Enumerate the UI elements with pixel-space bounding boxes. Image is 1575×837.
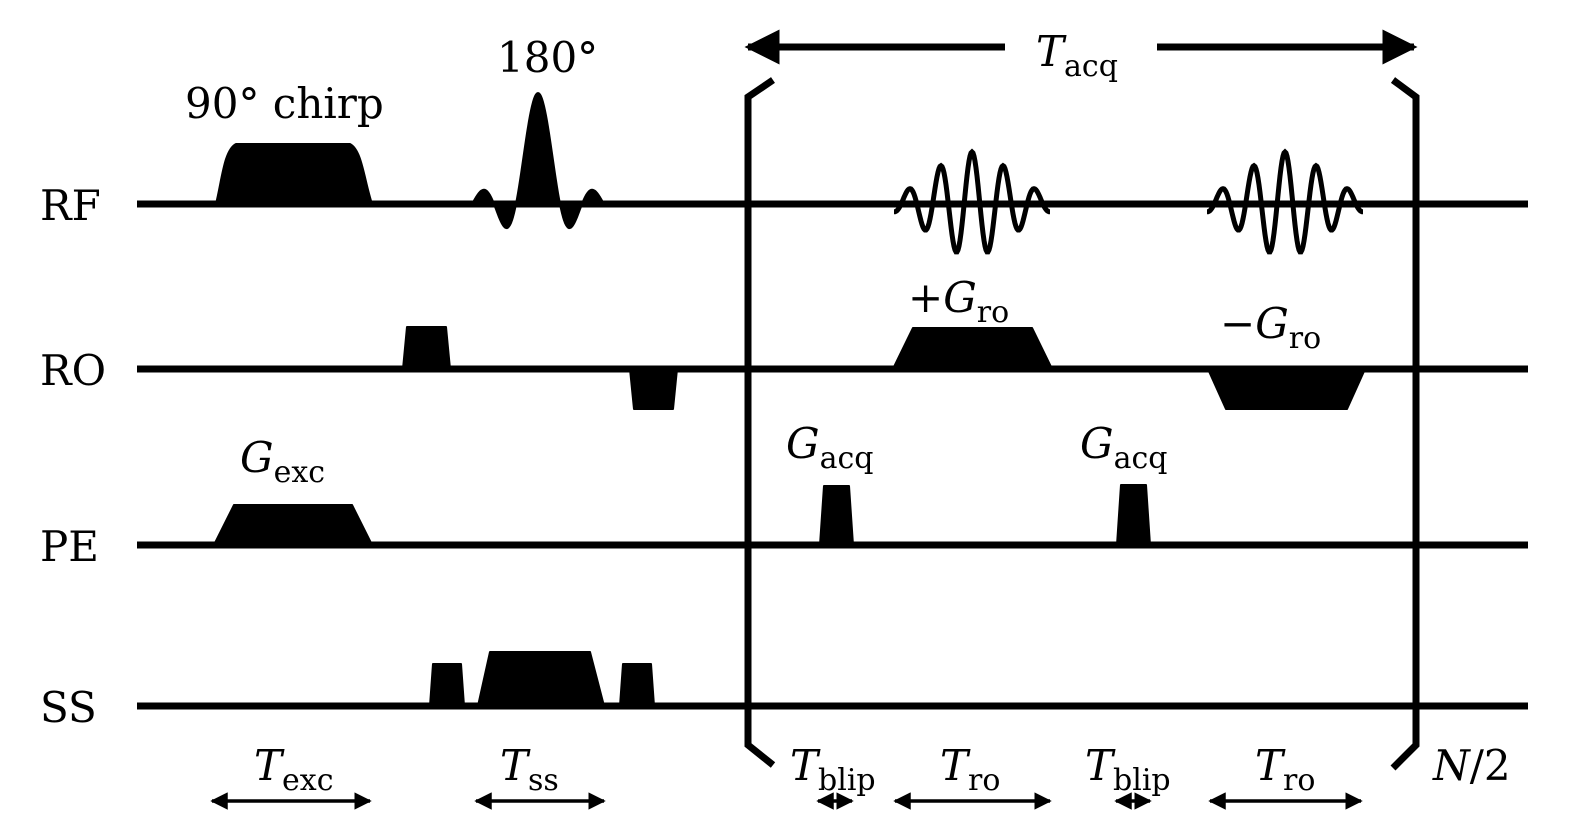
ss-crusher-left: [429, 663, 465, 707]
pe-blip-1-label: Gacq: [786, 419, 873, 476]
chirp-pulse-label: 90° chirp: [185, 79, 384, 128]
refocus-pulse-label: 180°: [497, 33, 598, 82]
t-ro-2-label: Tro: [1255, 741, 1315, 798]
repeat-bracket-left: [744, 77, 776, 768]
ss-slice-select-gradient: [477, 651, 605, 707]
ss-crusher-right: [619, 663, 655, 707]
channel-label-pe: PE: [40, 522, 99, 571]
pe-excitation-label: Gexc: [240, 433, 325, 490]
pe-blip-1: [819, 485, 854, 546]
ro-negative-gradient: [1207, 368, 1366, 410]
echo-signal-2: [1207, 148, 1363, 255]
t-ro-1-label: Tro: [940, 741, 1000, 798]
t-blip-1-label: Tblip: [790, 741, 876, 798]
pe-excitation-gradient: [213, 504, 373, 546]
chirp-pulse: [215, 143, 373, 205]
t-ss-label: Tss: [500, 741, 559, 798]
ro-prephase-lobe: [402, 326, 451, 370]
echo-signal-1: [894, 148, 1050, 255]
channel-label-rf: RF: [40, 181, 101, 230]
channel-label-ro: RO: [40, 346, 106, 395]
t-exc-label: Texc: [254, 741, 334, 798]
repeat-count-label: N/2: [1432, 741, 1511, 790]
refocus-sinc-pulse: [471, 92, 605, 230]
pe-blip-2-label: Gacq: [1080, 419, 1167, 476]
ro-positive-label: +Gro: [908, 273, 1009, 330]
ro-negative-label: −Gro: [1220, 299, 1321, 356]
ro-negative-lobe: [629, 368, 678, 410]
repeat-bracket-right: [1390, 77, 1420, 771]
acq-time-label: Tacq: [1036, 27, 1118, 84]
t-blip-2-label: Tblip: [1085, 741, 1171, 798]
pe-blip-2: [1116, 484, 1151, 546]
channel-label-ss: SS: [40, 683, 97, 732]
ro-positive-gradient: [892, 327, 1053, 370]
